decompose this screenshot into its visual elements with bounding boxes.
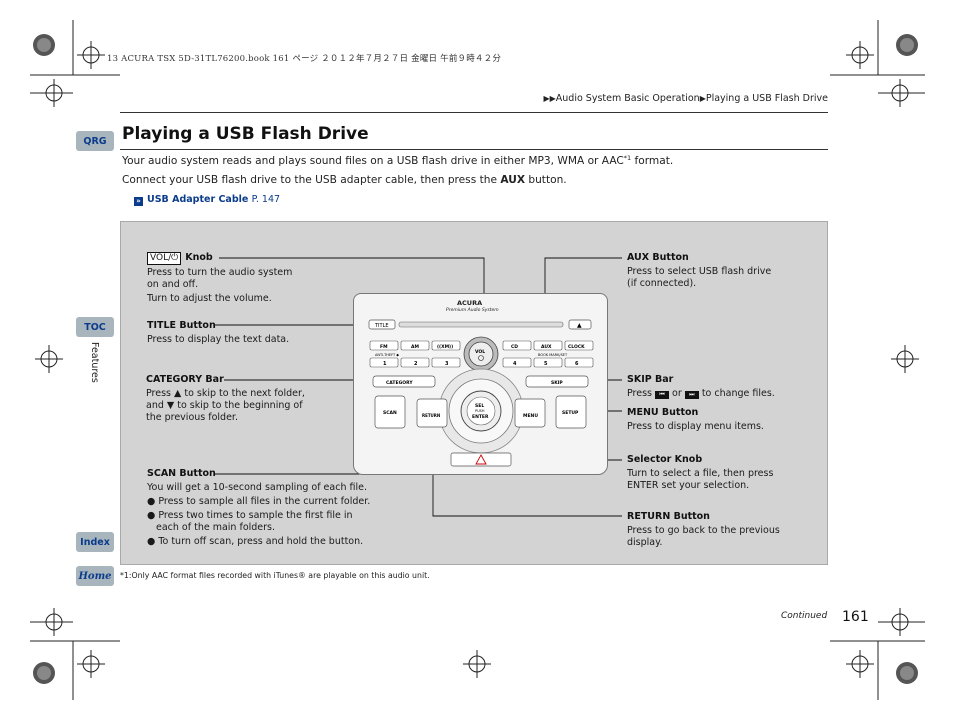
- svg-text:RETURN: RETURN: [422, 413, 440, 418]
- callout-skip-bar: SKIP Bar Press ⏮ or ⏭ to change files.: [627, 374, 775, 399]
- unit-selector-knob[interactable]: SEL PUSH ENTER: [460, 390, 502, 432]
- callout-title-button: TITLE Button Press to display the text d…: [147, 320, 290, 345]
- svg-text:3: 3: [445, 361, 449, 367]
- callout-category-bar: CATEGORY Bar Press ▲ to skip to the next…: [146, 374, 305, 423]
- unit-title-button[interactable]: TITLE: [368, 319, 396, 330]
- header-rule: [120, 112, 828, 113]
- svg-text:MENU: MENU: [523, 413, 538, 419]
- unit-skip-bar[interactable]: SKIP: [525, 375, 589, 388]
- svg-text:SEL: SEL: [475, 403, 484, 409]
- callout-scan-button: SCAN Button You will get a 10-second sam…: [147, 468, 371, 547]
- unit-fm-button[interactable]: FM: [369, 340, 399, 351]
- unit-hazard-button[interactable]: [450, 452, 512, 467]
- xref-usb-adapter-cable[interactable]: »USB Adapter Cable P. 147: [134, 194, 280, 206]
- svg-text:SKIP: SKIP: [551, 380, 563, 386]
- unit-clock-button[interactable]: CLOCK: [564, 340, 594, 351]
- vol-power-icon: VOL/⏻: [147, 252, 182, 265]
- breadcrumb-page: Playing a USB Flash Drive: [705, 93, 828, 104]
- unit-am-button[interactable]: AM: [400, 340, 430, 351]
- callout-vol-knob: VOL/⏻Knob Press to turn the audio system…: [147, 252, 293, 304]
- svg-text:6: 6: [575, 361, 579, 367]
- svg-text:PUSH: PUSH: [475, 409, 485, 413]
- footnote: *1:Only AAC format files recorded with i…: [120, 571, 430, 580]
- svg-text:1: 1: [383, 361, 387, 367]
- toc-tab[interactable]: TOC: [76, 317, 114, 337]
- svg-text:FM: FM: [380, 344, 388, 350]
- callout-return-button: RETURN Button Press to go back to the pr…: [627, 511, 780, 548]
- index-tab[interactable]: Index: [76, 532, 114, 552]
- unit-scan-button[interactable]: SCAN: [374, 395, 406, 429]
- svg-text:TITLE: TITLE: [374, 323, 389, 329]
- svg-text:AUX: AUX: [541, 344, 552, 350]
- breadcrumb: ▶▶Audio System Basic Operation▶Playing a…: [543, 93, 828, 104]
- unit-anti-theft-label: ANTI-THEFT ◆: [375, 353, 399, 357]
- svg-text:AM: AM: [411, 344, 419, 350]
- svg-text:4: 4: [513, 361, 517, 367]
- svg-text:CD: CD: [511, 344, 518, 350]
- unit-subtitle: Premium Audio System: [446, 307, 499, 313]
- intro-line-1: Your audio system reads and plays sound …: [122, 154, 674, 167]
- breadcrumb-arrow-icon: ▶: [699, 94, 706, 103]
- skip-previous-icon: ⏮: [655, 391, 670, 399]
- qrg-tab[interactable]: QRG: [76, 131, 114, 151]
- title-rule: [120, 149, 828, 150]
- unit-brand: ACURA: [457, 299, 482, 307]
- unit-category-bar[interactable]: CATEGORY: [372, 375, 436, 388]
- callout-selector-knob: Selector Knob Turn to select a file, the…: [627, 454, 774, 491]
- page-title: Playing a USB Flash Drive: [122, 124, 369, 144]
- unit-xm-button[interactable]: ((XM)): [431, 340, 461, 351]
- page-number: 161: [842, 609, 869, 625]
- svg-text:2: 2: [414, 361, 418, 367]
- unit-return-button[interactable]: RETURN: [416, 398, 448, 428]
- skip-next-icon: ⏭: [684, 391, 699, 399]
- breadcrumb-section[interactable]: Audio System Basic Operation: [555, 93, 700, 104]
- unit-cd-button[interactable]: CD: [502, 340, 532, 351]
- svg-text:((XM)): ((XM)): [437, 344, 453, 350]
- unit-vol-knob[interactable]: VOL: [463, 336, 499, 372]
- svg-text:ENTER: ENTER: [472, 414, 489, 420]
- footnote-ref[interactable]: *1: [623, 154, 632, 162]
- continued-label: Continued: [781, 611, 828, 621]
- svg-text:CATEGORY: CATEGORY: [386, 380, 413, 386]
- svg-text:5: 5: [544, 361, 548, 367]
- svg-text:SCAN: SCAN: [383, 410, 397, 416]
- unit-aux-button[interactable]: AUX: [533, 340, 563, 351]
- audio-unit-controls: ACURA Premium Audio System TITLE ▲ FM AM…: [368, 299, 594, 467]
- callout-menu-button: MENU Button Press to display menu items.: [627, 407, 764, 432]
- unit-bookmark-label: BOOK MARK/SET: [538, 353, 568, 357]
- intro-line-2: Connect your USB flash drive to the USB …: [122, 174, 567, 186]
- svg-text:SETUP: SETUP: [562, 410, 579, 416]
- svg-text:▲: ▲: [577, 322, 582, 329]
- features-section-label: Features: [89, 342, 100, 383]
- unit-menu-button[interactable]: MENU: [514, 398, 546, 428]
- triangle-up-icon: ▲: [174, 388, 182, 399]
- unit-preset-buttons[interactable]: 1 2 3 4 5 6: [369, 357, 594, 368]
- svg-text:CLOCK: CLOCK: [568, 344, 585, 350]
- unit-setup-button[interactable]: SETUP: [555, 395, 587, 429]
- triangle-down-icon: ▼: [166, 400, 175, 411]
- xref-arrow-icon: »: [134, 197, 143, 206]
- callout-aux-button: AUX Button Press to select USB flash dri…: [627, 252, 772, 289]
- print-header: 13 ACURA TSX 5D-31TL76200.book 161 ページ ２…: [107, 54, 502, 64]
- svg-text:VOL: VOL: [475, 349, 485, 355]
- breadcrumb-arrow-icon: ▶▶: [543, 94, 556, 103]
- unit-eject-button[interactable]: ▲: [568, 319, 592, 330]
- home-tab[interactable]: Home: [76, 566, 114, 586]
